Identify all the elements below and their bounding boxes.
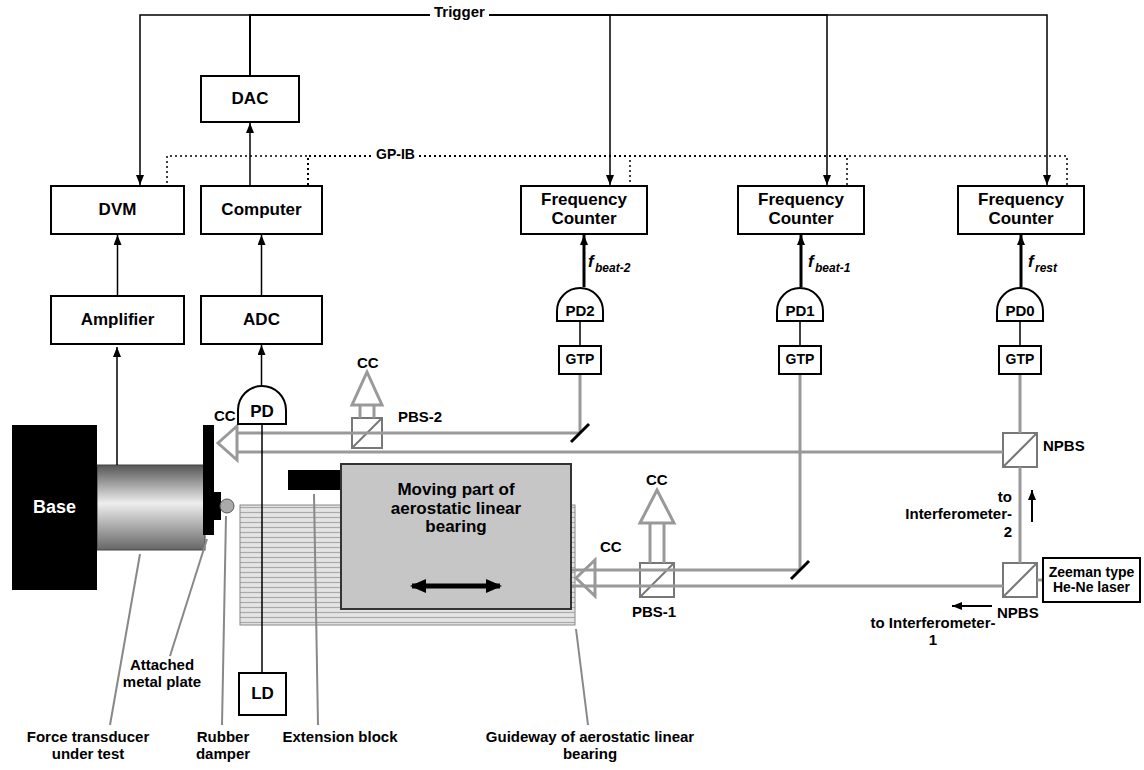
signal-connector bbox=[579, 322, 581, 345]
part-label: CC bbox=[357, 354, 379, 371]
moving-part: Moving part of aerostatic linear bearing bbox=[340, 463, 572, 610]
signal-connector bbox=[117, 235, 119, 295]
signal-connector bbox=[249, 123, 251, 185]
base-block: Base bbox=[12, 425, 97, 590]
part-label: Force transducer under test bbox=[8, 728, 168, 763]
signal-name: f bbox=[808, 252, 814, 272]
amplifier-box: Amplifier bbox=[50, 295, 185, 345]
signal-subscript: rest bbox=[1035, 262, 1057, 276]
part-label: CC bbox=[214, 407, 236, 424]
mirror bbox=[571, 424, 809, 579]
counter-box: Frequency Counter bbox=[957, 185, 1085, 235]
node-text: DVM bbox=[99, 201, 137, 220]
part-label: Guideway of aerostatic linear bearing bbox=[470, 728, 710, 763]
laser-beam bbox=[572, 569, 595, 572]
signal-connector bbox=[1020, 235, 1023, 287]
signal-name: f bbox=[588, 252, 594, 272]
part-label: NPBS bbox=[997, 604, 1039, 621]
signal-connector bbox=[583, 235, 586, 287]
signal-connector bbox=[1019, 322, 1021, 345]
polarizer-box: GTP bbox=[558, 345, 602, 375]
trigger-connector bbox=[250, 15, 827, 185]
node-text: ADC bbox=[243, 311, 280, 330]
photodetector: PD1 bbox=[776, 287, 824, 322]
node-text: PD2 bbox=[565, 303, 594, 320]
adc-box: ADC bbox=[200, 295, 323, 345]
signal-connector bbox=[261, 235, 263, 295]
signal-connector bbox=[261, 345, 263, 385]
metal-plate bbox=[203, 425, 214, 535]
node-text: LD bbox=[251, 685, 274, 704]
node-text: Amplifier bbox=[81, 311, 155, 330]
photodetector: PD bbox=[237, 385, 287, 425]
part-label: CC bbox=[600, 538, 622, 555]
rubber-damper bbox=[220, 499, 234, 513]
node-text: PD0 bbox=[1005, 303, 1034, 320]
signal-subscript: beat-1 bbox=[815, 262, 850, 276]
trigger-connector bbox=[250, 15, 610, 185]
laser-diode-box: LD bbox=[238, 672, 287, 716]
gpib-connector bbox=[308, 156, 630, 185]
direction-label: to Interferometer-2 bbox=[900, 488, 1012, 540]
part-label: CC bbox=[646, 471, 668, 488]
dac-box: DAC bbox=[200, 75, 300, 123]
dvm-box: DVM bbox=[50, 185, 185, 235]
node-text: Computer bbox=[221, 201, 301, 220]
bus-label: Trigger bbox=[430, 3, 489, 20]
node-text: PD1 bbox=[785, 303, 814, 320]
counter-box: Frequency Counter bbox=[520, 185, 648, 235]
node-text: GTP bbox=[1006, 352, 1035, 367]
direction-label: to Interferometer-1 bbox=[868, 614, 998, 649]
signal-subscript: beat-2 bbox=[595, 262, 630, 276]
signal-name: f bbox=[1028, 252, 1034, 272]
signal-connector bbox=[800, 235, 803, 287]
photodetector: PD2 bbox=[556, 287, 604, 322]
polarizer-box: GTP bbox=[778, 345, 822, 375]
counter-box: Frequency Counter bbox=[737, 185, 865, 235]
node-text: Moving part of aerostatic linear bearing bbox=[369, 481, 544, 537]
force-transducer bbox=[97, 465, 205, 550]
polarizer-box: GTP bbox=[998, 345, 1042, 375]
direction-arrow bbox=[952, 605, 992, 607]
node-text: DAC bbox=[232, 90, 269, 109]
computer-box: Computer bbox=[200, 185, 323, 235]
photodetector: PD0 bbox=[996, 287, 1044, 322]
signal-line bbox=[116, 347, 118, 465]
node-text: GTP bbox=[786, 352, 815, 367]
signal-connector bbox=[799, 322, 801, 345]
bus-label: GP-IB bbox=[372, 146, 419, 162]
part-label: PBS-1 bbox=[632, 603, 676, 620]
node-text: Zeeman type He-Ne laser bbox=[1047, 565, 1136, 596]
node-text: Frequency Counter bbox=[525, 191, 643, 228]
part-label: Extension block bbox=[280, 728, 400, 745]
laser-box: Zeeman type He-Ne laser bbox=[1042, 557, 1141, 603]
part-label: NPBS bbox=[1043, 437, 1085, 454]
node-text: GTP bbox=[566, 352, 595, 367]
part-label: Attached metal plate bbox=[112, 656, 212, 691]
signal-connector bbox=[261, 425, 263, 672]
laser-beam bbox=[572, 585, 595, 588]
corner-cube bbox=[576, 560, 595, 596]
node-text: PD bbox=[250, 403, 274, 422]
part-label: Rubber damper bbox=[180, 728, 266, 763]
extension-block bbox=[288, 470, 340, 490]
part-label: PBS-2 bbox=[398, 408, 442, 425]
node-text: Base bbox=[33, 498, 76, 518]
node-text: Frequency Counter bbox=[962, 191, 1080, 228]
trigger-connector bbox=[250, 15, 1047, 185]
direction-arrow bbox=[1031, 490, 1033, 522]
gpib-connector bbox=[167, 156, 308, 185]
gpib-connector bbox=[308, 156, 1067, 185]
node-text: Frequency Counter bbox=[742, 191, 860, 228]
